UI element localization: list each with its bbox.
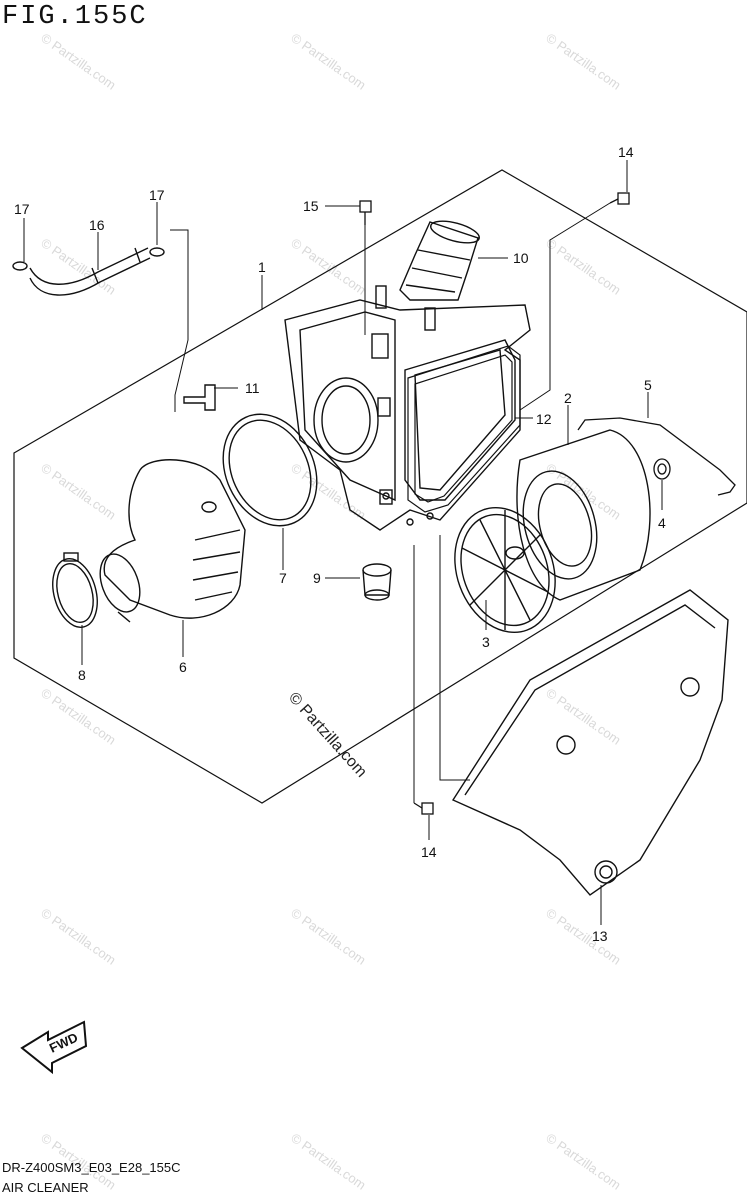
callout-11: 11: [245, 380, 260, 396]
callout-17: 17: [149, 187, 165, 203]
callout-9: 9: [313, 570, 321, 586]
watermark: © Partzilla.com: [288, 905, 368, 968]
intake-boot: [399, 220, 480, 301]
callout-7: 7: [279, 570, 287, 586]
watermark: © Partzilla.com: [288, 235, 368, 298]
section-name: AIR CLEANER: [2, 1180, 89, 1195]
diagram-code: DR-Z400SM3_E03_E28_155C: [2, 1160, 181, 1175]
watermark: © Partzilla.com: [543, 685, 623, 748]
callouts: 1 2 3 4 5 6 7 8 9 10 11 12 13 14 14 15 1…: [14, 144, 666, 944]
hose-clamp: [52, 552, 98, 628]
callout-3: 3: [482, 634, 490, 650]
washer: [653, 458, 671, 480]
callout-17: 17: [14, 201, 30, 217]
breather-hose: [12, 247, 165, 296]
watermark: © Partzilla.com: [288, 460, 368, 523]
inlet-duct: [99, 459, 246, 623]
seal-ring: [222, 413, 318, 527]
assembly-outline: [13, 169, 747, 804]
watermark: © Partzilla.com: [38, 685, 118, 748]
watermark-center: © Partzilla.com: [285, 689, 370, 780]
fwd-arrow-badge: FWD: [20, 1020, 88, 1075]
callout-8: 8: [78, 667, 86, 683]
cover-bracket-line: [439, 535, 470, 781]
callout-2: 2: [564, 390, 572, 406]
filter-cage: [454, 506, 556, 634]
elbow-fitting: [183, 384, 216, 411]
watermark: © Partzilla.com: [543, 1130, 623, 1193]
callout-16: 16: [89, 217, 105, 233]
leader-lines: [23, 160, 663, 925]
watermark: © Partzilla.com: [38, 905, 118, 968]
callout-4: 4: [658, 515, 666, 531]
watermark: © Partzilla.com: [38, 460, 118, 523]
callout-10: 10: [513, 250, 529, 266]
callout-14: 14: [421, 844, 437, 860]
watermark: © Partzilla.com: [543, 30, 623, 93]
wire-clip: [577, 417, 736, 496]
drain-grommet: [362, 563, 392, 601]
callout-6: 6: [179, 659, 187, 675]
callout-14: 14: [618, 144, 634, 160]
callout-13: 13: [592, 928, 608, 944]
callout-1: 1: [258, 259, 266, 275]
filter-element: [516, 429, 651, 601]
bolt: [359, 192, 630, 815]
figure-title: FIG.155C: [2, 2, 148, 32]
watermark: © Partzilla.com: [288, 1130, 368, 1193]
watermark: © Partzilla.com: [288, 30, 368, 93]
watermark: © Partzilla.com: [543, 905, 623, 968]
callout-5: 5: [644, 377, 652, 393]
watermark: © Partzilla.com: [38, 235, 118, 298]
side-cover: [451, 589, 729, 896]
gasket: [407, 345, 521, 513]
callout-12: 12: [536, 411, 552, 427]
callout-15: 15: [303, 198, 319, 214]
hose-bracket-line: [170, 229, 189, 412]
watermark: © Partzilla.com: [38, 30, 118, 93]
watermark: © Partzilla.com: [543, 235, 623, 298]
